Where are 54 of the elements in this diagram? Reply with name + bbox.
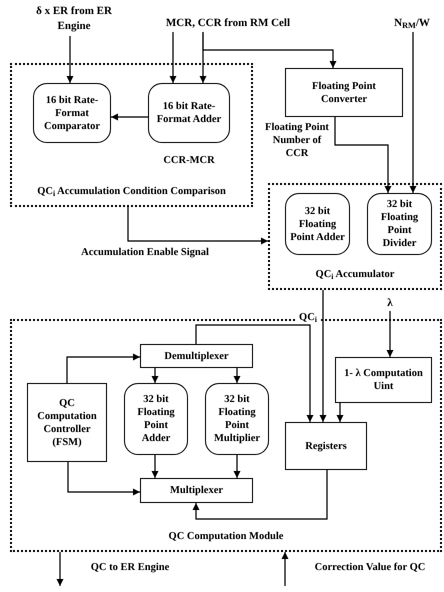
process-box (140, 478, 253, 503)
arrow (66, 354, 140, 383)
arrow (56, 552, 64, 586)
process-box (27, 383, 107, 462)
arrow (66, 36, 74, 83)
rounded-process-box (33, 83, 111, 143)
process-box (335, 357, 432, 403)
block-caption: CCR-MCR (162, 154, 216, 167)
block-label: 32 bit Floating Point Adder (136, 393, 176, 445)
rounded-process-box (205, 383, 269, 455)
arrow (202, 32, 336, 68)
block-label: Registers (305, 440, 347, 452)
block-label: 1- λ Computation Uint (343, 367, 424, 393)
block-label: 32 bit Floating Point Adder (290, 204, 345, 244)
arrow (152, 455, 158, 478)
input-label: MCR, CCR from RM Cell (158, 16, 298, 32)
arrow (234, 455, 240, 478)
block-label: QC Computation Controller (FSM) (36, 396, 98, 448)
input-label: λ (383, 296, 397, 311)
process-box (285, 422, 367, 470)
process-box (285, 68, 403, 117)
rounded-process-box (124, 383, 188, 455)
arrow (152, 368, 158, 383)
rounded-process-box (367, 193, 432, 255)
input-label: δ x ER from ER Engine (28, 4, 120, 36)
module-title: QC$_{i}$ Accumulator (316, 268, 394, 281)
dotted-module-frame (268, 183, 442, 290)
arrow (234, 368, 240, 383)
arrow (192, 470, 328, 520)
module-title: QC$_{i}$ Accumulation Condition Comparison (37, 185, 226, 198)
block-label: 16 bit Rate-Format Comparator (43, 94, 101, 132)
edge-label: QC$_{i}$ (296, 311, 320, 324)
block-label: Multiplexer (170, 484, 224, 497)
arrow (67, 462, 140, 496)
arrow (111, 114, 148, 120)
arrow (386, 311, 394, 357)
block-label: 32 bit Floating Point Multiplier (212, 393, 262, 445)
block-label: Floating Point Converter (311, 80, 377, 106)
arrow (320, 290, 326, 422)
rounded-process-box (285, 193, 350, 255)
arrow (282, 552, 288, 586)
arrow (410, 32, 416, 193)
input-label: N$_{RM}$/W (388, 16, 436, 32)
dotted-module-frame (10, 63, 253, 207)
arrow (127, 207, 268, 244)
block-label: 32 bit Floating Point Divider (380, 198, 420, 250)
block-label: 16 bit Rate-Format Adder (156, 100, 222, 126)
block-label: Demultiplexer (164, 350, 229, 362)
module-title: QC Computation Module (168, 530, 284, 543)
arrow (170, 32, 176, 83)
arrow (334, 117, 392, 193)
arrow (336, 403, 344, 422)
arrow (195, 324, 314, 422)
process-box (140, 344, 253, 368)
